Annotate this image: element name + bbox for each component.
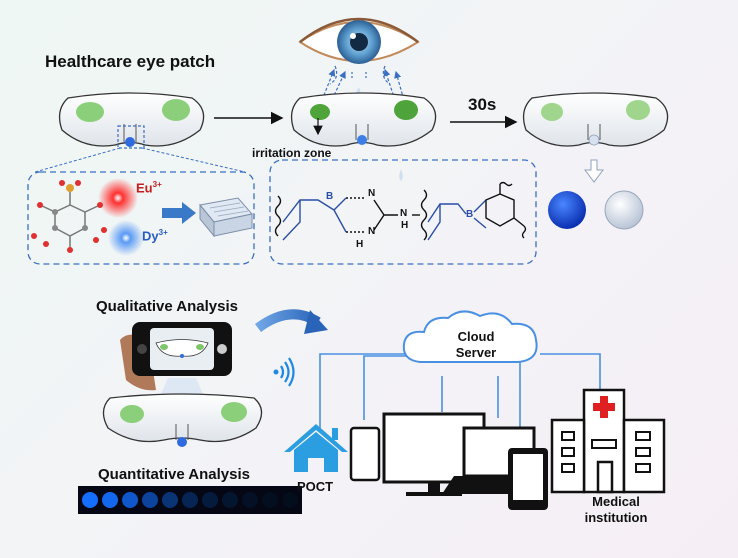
strip-dot (282, 492, 298, 508)
strip-dot (142, 492, 158, 508)
wifi-icon (273, 357, 295, 387)
smartphone-reader (120, 322, 232, 391)
white-result-dot (604, 190, 644, 230)
zoom-lines (34, 147, 246, 173)
hydrogen-2: H (401, 220, 409, 231)
strip-dot (162, 492, 178, 508)
upload-arrow-head (304, 310, 328, 334)
time-label: 30s (468, 95, 497, 114)
title: Healthcare eye patch (45, 52, 216, 71)
strip-dot (182, 492, 198, 508)
chemistry-box (269, 159, 537, 265)
eu-glow (98, 178, 138, 218)
home-icon (284, 424, 348, 472)
irritation-zone-label: irritation zone (252, 146, 332, 160)
strip-dot (102, 492, 118, 508)
material-box (27, 171, 255, 265)
boronic-acid-guanidine-structure (274, 181, 527, 241)
nitrogen-3: N (400, 208, 408, 219)
strip-dot (122, 492, 138, 508)
synthesis-arrow (162, 202, 196, 224)
mof-crystal-icon (199, 197, 253, 238)
strip-dot (82, 492, 98, 508)
strip-dot (262, 492, 278, 508)
blue-result-dot (548, 191, 586, 229)
eye-patch-applied (290, 92, 437, 147)
eye-patch-initial (58, 92, 205, 149)
nitrogen-2: N (368, 226, 376, 237)
strip-dot (222, 492, 238, 508)
cloud-icon (402, 310, 538, 363)
eye-patch-after (522, 92, 669, 147)
qualitative-analysis-label: Qualitative Analysis (96, 298, 239, 315)
tear-drop (399, 170, 403, 181)
tablet-icon (508, 448, 548, 510)
dy-glow (108, 220, 144, 256)
boron-1: B (326, 191, 334, 202)
strip-dot (242, 492, 258, 508)
eu-label: Eu3+ (136, 180, 162, 196)
down-arrow-outline (584, 159, 604, 183)
quantitative-analysis-label: Quantitative Analysis (98, 466, 250, 483)
red-cross-icon (593, 396, 615, 418)
boron-2: B (466, 209, 474, 220)
eye-patch-scanned (102, 393, 263, 447)
eye-illustration (298, 17, 420, 99)
hydrogen-1: H (356, 239, 364, 250)
dy-label: Dy3+ (142, 228, 168, 244)
poct-label: POCT (297, 479, 334, 494)
ligand-molecule-icon (31, 180, 107, 253)
nitrogen-1: N (368, 188, 376, 199)
phone-icon (349, 426, 381, 482)
strip-dot (202, 492, 218, 508)
